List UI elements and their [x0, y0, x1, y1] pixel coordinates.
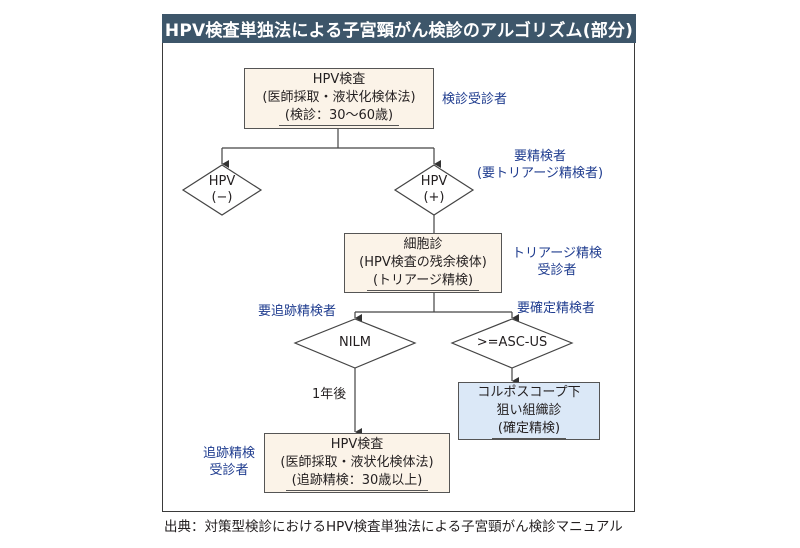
- node-followup-test-line1: HPV検査: [330, 436, 384, 452]
- diamond-hpv-negative: [181, 164, 263, 216]
- label-hpv-positive-line2: (+): [423, 190, 445, 205]
- node-hpv-test-line1: HPV検査: [312, 72, 366, 87]
- node-followup-test: HPV検査 (医師採取・液状化検体法) (追跡精検：30歳以上): [264, 433, 450, 493]
- diamond-hpv-positive: [393, 164, 475, 216]
- note-needs-definitive: 要確定精検者: [517, 301, 596, 316]
- label-hpv-negative-line1: HPV: [208, 174, 236, 189]
- note-triage-examinee-line1: トリアージ精検: [512, 246, 602, 261]
- label-hpv-positive: HPV (+): [409, 174, 459, 206]
- label-hpv-negative: HPV (−): [197, 174, 247, 206]
- note-triage-examinee: トリアージ精検 受診者: [502, 245, 612, 279]
- label-nilm: NILM: [338, 335, 372, 350]
- label-asc-us: >=ASC-US: [476, 335, 548, 350]
- note-needs-exam-line1: 要精検者: [513, 149, 566, 164]
- node-followup-test-line3: (追跡精検：30歳以上): [285, 472, 429, 491]
- diamond-asc-us: [450, 318, 574, 369]
- source-citation: 出典：対策型検診におけるHPV検査単独法による子宮頸がん検診マニュアル: [164, 519, 623, 535]
- node-colposcopy-line3: (確定精検): [491, 420, 567, 439]
- note-screening-examinee: 検診受診者: [442, 92, 508, 107]
- node-hpv-test-line3: (検診：30〜60歳): [278, 107, 400, 126]
- label-hpv-negative-line2: (−): [211, 190, 233, 205]
- note-needs-followup: 要追跡精検者: [258, 304, 337, 319]
- node-colposcopy: コルポスコープ下 狙い組織診 (確定精検): [458, 382, 600, 440]
- node-cytology-line3: (トリアージ精検): [366, 272, 480, 291]
- label-hpv-positive-line1: HPV: [420, 174, 448, 189]
- node-cytology-line2: (HPV検査の残余検体): [359, 254, 487, 270]
- node-cytology-line1: 細胞診: [403, 236, 443, 252]
- node-hpv-test-line2: (医師採取・液状化検体法): [262, 90, 416, 105]
- note-followup-examinee-line1: 追跡精検: [202, 446, 255, 461]
- note-followup-examinee-line2: 受診者: [209, 463, 249, 478]
- node-colposcopy-line2: 狙い組織診: [496, 402, 562, 418]
- diagram-title: HPV検査単独法による子宮頸がん検診のアルゴリズム(部分): [162, 14, 636, 43]
- diamond-nilm: [293, 318, 417, 369]
- note-one-year-later: 1年後: [312, 387, 347, 402]
- node-followup-test-line2: (医師採取・液状化検体法): [280, 454, 434, 470]
- node-hpv-test: HPV検査 (医師採取・液状化検体法) (検診：30〜60歳): [244, 68, 434, 129]
- note-needs-exam-line2: (要トリアージ精検者): [476, 166, 604, 181]
- node-colposcopy-line1: コルポスコープ下: [477, 384, 581, 400]
- note-triage-examinee-line2: 受診者: [537, 263, 577, 278]
- node-cytology: 細胞診 (HPV検査の残余検体) (トリアージ精検): [344, 233, 502, 293]
- note-needs-exam: 要精検者 (要トリアージ精検者): [460, 148, 620, 182]
- note-followup-examinee: 追跡精検 受診者: [196, 445, 262, 479]
